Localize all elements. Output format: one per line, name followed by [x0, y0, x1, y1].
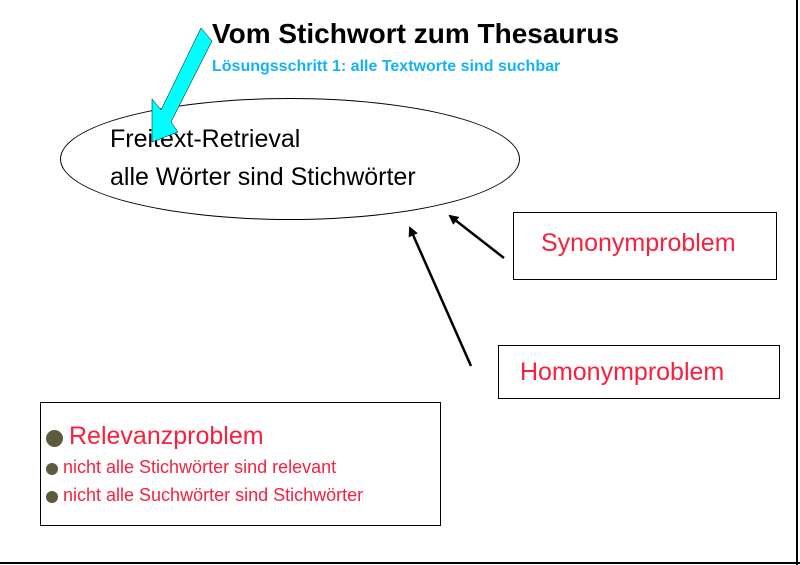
slide-subtitle: Lösungsschritt 1: alle Textworte sind su…	[212, 58, 561, 75]
ellipse-line-2: alle Wörter sind Stichwörter	[110, 163, 416, 191]
relevance-item-1: nicht alle Stichwörter sind relevant	[63, 457, 337, 477]
cyan-down-arrow-icon	[151, 27, 213, 143]
synonym-problem-label: Synonymproblem	[541, 229, 736, 257]
homonym-arrow-icon	[408, 226, 473, 367]
frame-border-bottom	[0, 562, 800, 564]
bullet-icon	[46, 430, 63, 447]
ellipse-line-1: Freitext-Retrieval	[110, 125, 301, 153]
slide-title: Vom Stichwort zum Thesaurus	[212, 18, 620, 49]
relevance-item-2: nicht alle Suchwörter sind Stichwörter	[63, 485, 364, 505]
bullet-icon	[46, 463, 58, 475]
relevance-heading: Relevanzproblem	[69, 422, 264, 450]
frame-border-right	[796, 0, 798, 565]
bullet-icon	[46, 491, 58, 503]
synonym-arrow-icon	[448, 214, 505, 259]
freetext-ellipse	[60, 98, 520, 220]
homonym-problem-label: Homonymproblem	[520, 358, 725, 386]
homonym-problem-box: Homonymproblem	[498, 345, 780, 399]
synonym-problem-box: Synonymproblem	[513, 212, 777, 280]
relevance-problem-box: Relevanzproblem nicht alle Stichwörter s…	[40, 402, 441, 526]
